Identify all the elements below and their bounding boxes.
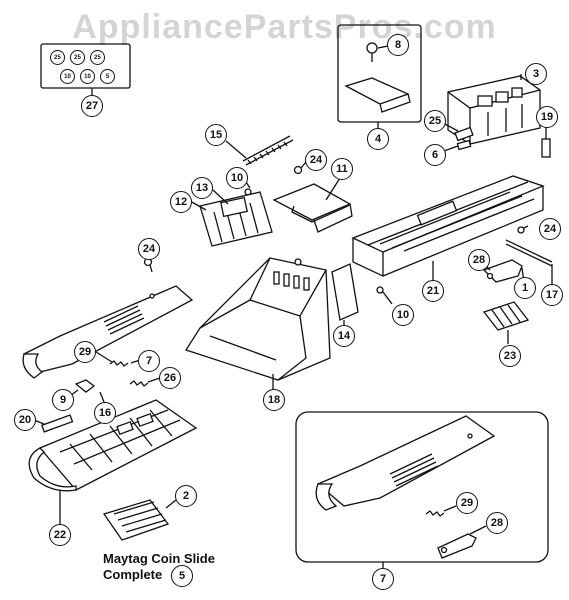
kit-27-callout-10b: 10 (80, 69, 95, 84)
callout-29: 29 (74, 341, 96, 363)
part-4-bracket (344, 77, 410, 105)
part-14-bracket (331, 263, 359, 321)
part-15-rod (225, 135, 294, 166)
callout-14: 14 (333, 325, 355, 347)
callout-23: 23 (499, 345, 521, 367)
callout-7-box: 7 (372, 568, 394, 590)
part-2-pad (102, 499, 177, 541)
part-19-clip (541, 138, 551, 158)
part-24-screw-right (517, 225, 529, 234)
callout-24-top: 24 (305, 149, 327, 171)
callout-28-box: 28 (486, 512, 508, 534)
part-20-slider (41, 414, 74, 433)
callout-28: 28 (468, 249, 490, 271)
callout-5: 5 (171, 565, 193, 587)
callout-29-box: 29 (456, 492, 478, 514)
part-10-screw-right (376, 286, 393, 305)
part-29-spring (109, 360, 129, 367)
callout-12: 12 (170, 191, 192, 213)
kit-27-box (40, 43, 131, 89)
callout-21: 21 (422, 280, 444, 302)
callout-13: 13 (191, 177, 213, 199)
part-17-rod (505, 239, 553, 263)
watermark: AppliancePartsPros.com (72, 8, 497, 46)
part-22-base (28, 399, 198, 524)
callout-10-top: 10 (226, 167, 248, 189)
callout-10-right: 10 (392, 304, 414, 326)
part-25-block (454, 126, 474, 142)
callout-4: 4 (367, 128, 389, 150)
callout-24-left: 24 (138, 238, 160, 260)
part-12-comb (199, 191, 273, 247)
callout-27: 27 (81, 95, 103, 117)
callout-16: 16 (94, 402, 116, 424)
callout-26: 26 (159, 367, 181, 389)
part-8-screw (366, 42, 389, 62)
callout-18: 18 (263, 389, 285, 411)
part-7-box-cover (315, 415, 496, 511)
kit-27-callout-10a: 10 (60, 69, 75, 84)
part-11-plate (272, 183, 352, 221)
caption-line-1: Maytag Coin Slide (103, 551, 215, 566)
callout-3: 3 (525, 63, 547, 85)
part-28-lever (482, 259, 523, 283)
part-13-plate (220, 196, 248, 218)
part-7-box (295, 411, 549, 563)
part-4-box (337, 24, 422, 123)
callout-8: 8 (387, 34, 409, 56)
part-26-spring (129, 380, 149, 387)
callout-6: 6 (424, 144, 446, 166)
part-3-mechanism (447, 74, 541, 145)
callout-22: 22 (49, 524, 71, 546)
callout-19: 19 (536, 106, 558, 128)
kit-27-callout-25a: 25 (50, 50, 65, 65)
callout-20: 20 (14, 409, 36, 431)
caption-line-2: Complete (103, 567, 163, 582)
part-7-cover-plate (22, 285, 194, 379)
callout-7: 7 (138, 350, 160, 372)
callout-1: 1 (514, 277, 536, 299)
callout-9: 9 (52, 389, 74, 411)
callout-24-right: 24 (539, 218, 561, 240)
kit-27-callout-25c: 25 (90, 50, 105, 65)
callout-11: 11 (331, 158, 353, 180)
callout-25: 25 (424, 110, 446, 132)
part-6-pin (456, 139, 472, 151)
part-16-cam (74, 379, 96, 393)
callout-2: 2 (175, 485, 197, 507)
part-24-screw-left (143, 257, 153, 273)
kit-27-callout-5: 5 (100, 69, 115, 84)
kit-27-callout-25b: 25 (70, 50, 85, 65)
part-24-screw-top (293, 161, 307, 175)
part-29-spring-box (425, 510, 445, 517)
part-21-tray (351, 175, 545, 282)
part-18-housing (185, 257, 331, 390)
part-23-comb (482, 301, 530, 344)
callout-15: 15 (205, 124, 227, 146)
part-28-lever-box (437, 533, 477, 559)
callout-17: 17 (541, 284, 563, 306)
